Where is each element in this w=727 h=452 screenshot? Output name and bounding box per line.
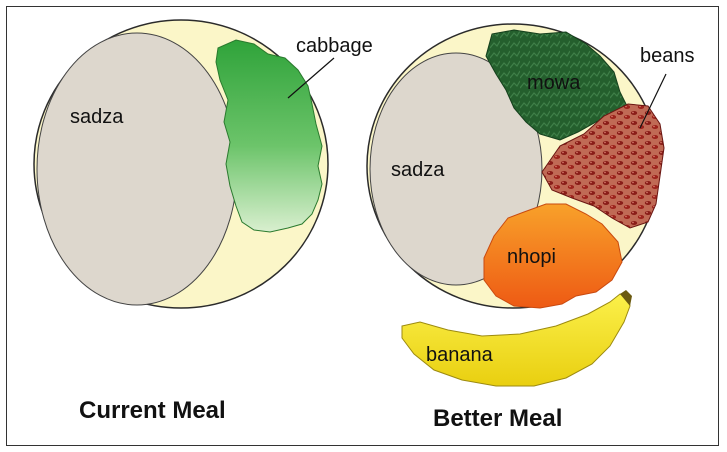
mowa-label: mowa	[527, 72, 581, 94]
current-cabbage-label: cabbage	[296, 35, 373, 57]
current-sadza-label: sadza	[70, 106, 124, 128]
nhopi-label: nhopi	[507, 246, 556, 268]
beans-label: beans	[640, 45, 695, 67]
current-meal-plate: sadza cabbage	[34, 20, 373, 308]
better-sadza-label: sadza	[391, 159, 445, 181]
current-sadza-portion	[37, 33, 237, 305]
banana-label: banana	[426, 344, 494, 366]
better-meal-plate: mowa beans sadza nhopi	[367, 24, 695, 308]
current-meal-title: Current Meal	[79, 397, 226, 424]
better-meal-title: Better Meal	[433, 405, 562, 432]
